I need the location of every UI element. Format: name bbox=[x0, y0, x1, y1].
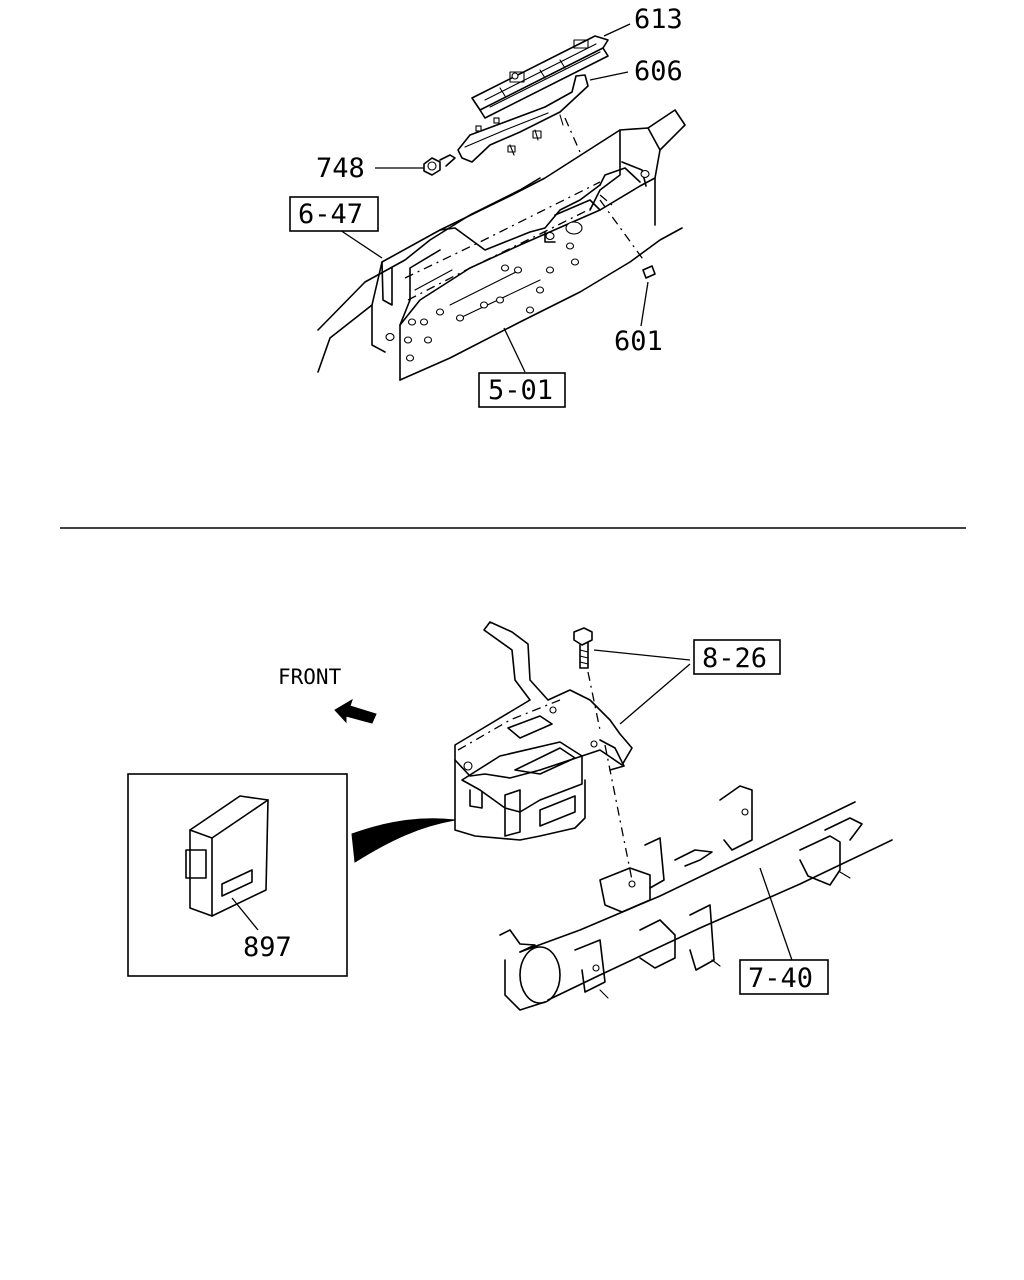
reference-label-7-40: 7-40 bbox=[748, 963, 813, 994]
callout-613: 613 bbox=[634, 4, 683, 35]
module-897 bbox=[185, 795, 269, 917]
inset-box: 897 bbox=[127, 773, 348, 977]
control-unit-bracket bbox=[454, 621, 633, 841]
callout-606: 606 bbox=[634, 56, 683, 87]
reference-box-5-01[interactable]: 5-01 bbox=[478, 372, 566, 408]
front-arrow-icon bbox=[334, 698, 377, 724]
bolt-8-26 bbox=[573, 627, 593, 669]
bracket-606 bbox=[457, 74, 589, 163]
top-assembly: 613 606 748 601 6-47 5-01 bbox=[289, 4, 686, 408]
reference-box-8-26[interactable]: 8-26 bbox=[693, 639, 781, 675]
dashboard-frame bbox=[317, 109, 686, 381]
unit-613 bbox=[471, 35, 609, 119]
reference-label-6-47: 6-47 bbox=[298, 199, 363, 230]
clip-601 bbox=[642, 265, 656, 279]
frame-holes bbox=[385, 169, 650, 362]
callout-748: 748 bbox=[316, 153, 365, 184]
cross-tube bbox=[499, 785, 893, 1011]
bottom-assembly: FRONT 897 bbox=[127, 621, 893, 1011]
inset-pointer-arrow bbox=[351, 818, 456, 863]
reference-box-6-47[interactable]: 6-47 bbox=[289, 196, 379, 232]
reference-box-7-40[interactable]: 7-40 bbox=[739, 959, 829, 995]
reference-label-5-01: 5-01 bbox=[488, 375, 553, 406]
front-direction-label: FRONT bbox=[278, 665, 342, 689]
callout-601: 601 bbox=[614, 326, 663, 357]
bolt-748 bbox=[423, 154, 456, 176]
callout-897: 897 bbox=[243, 932, 292, 963]
reference-label-8-26: 8-26 bbox=[702, 643, 767, 674]
